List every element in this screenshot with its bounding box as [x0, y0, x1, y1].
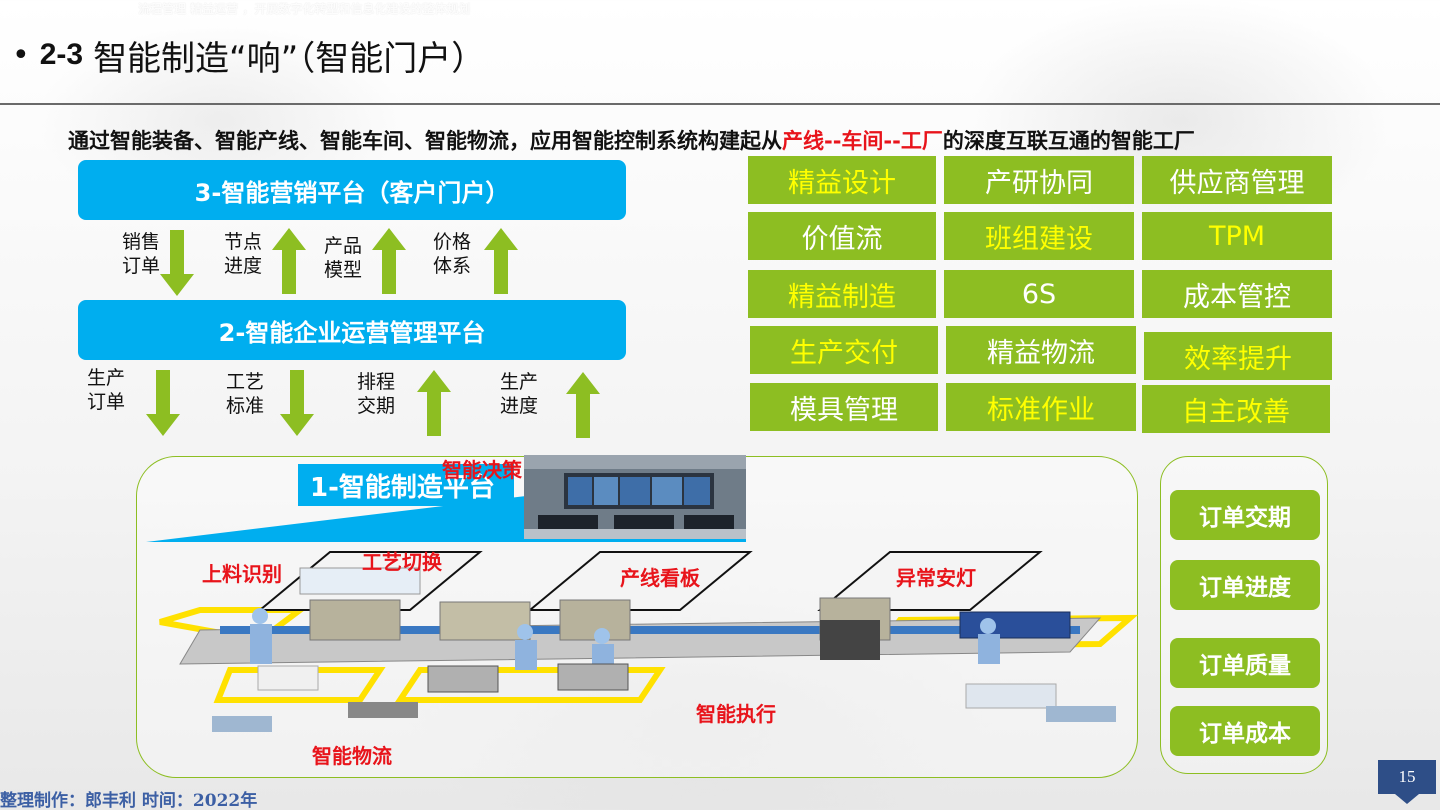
flow-label-line1: 产品	[324, 235, 363, 257]
lean-cell[interactable]: TPM	[1142, 212, 1332, 260]
lean-cell[interactable]: 精益制造	[748, 270, 936, 318]
flow-label-production-progress: 生产进度	[500, 370, 538, 418]
lean-cell[interactable]: 精益设计	[748, 156, 936, 204]
flow-label-line2: 进度	[500, 395, 539, 417]
flow-label-line1: 节点	[224, 231, 263, 253]
order-quality-button[interactable]: 订单质量	[1170, 638, 1320, 688]
up-arrow-icon	[484, 228, 518, 294]
order-delivery-button[interactable]: 订单交期	[1170, 490, 1320, 540]
page-number-marker	[1395, 794, 1419, 804]
flow-label-schedule-delivery: 排程交期	[357, 370, 395, 418]
label-line-board: 产线看板	[620, 566, 700, 590]
title-text: 智能制造“响”（智能门户）	[93, 38, 486, 79]
lean-cell[interactable]: 产研协同	[944, 156, 1134, 204]
down-arrow-icon	[146, 370, 180, 436]
flow-label-line2: 交期	[357, 395, 396, 417]
marketing-platform[interactable]: 3-智能营销平台（客户门户）	[78, 160, 626, 220]
lean-cell[interactable]: 自主改善	[1142, 385, 1330, 433]
flow-label-line1: 生产	[500, 371, 539, 393]
label-process-switch: 工艺切换	[362, 550, 442, 574]
label-smart-logistics: 智能物流	[312, 744, 392, 768]
control-room-image	[524, 455, 746, 539]
label-smart-decision: 智能决策	[442, 458, 522, 482]
production-line-image	[159, 551, 1139, 732]
flow-label-node-progress: 节点进度	[224, 230, 262, 278]
title-number: 2-3	[39, 38, 84, 71]
flow-label-line2: 体系	[433, 255, 472, 277]
slide-title: • 2-3 智能制造“响”（智能门户）	[12, 30, 485, 80]
label-andon: 异常安灯	[896, 566, 976, 590]
flow-label-line2: 进度	[224, 255, 263, 277]
flow-label-line1: 价格	[433, 231, 472, 253]
order-cost-button[interactable]: 订单成本	[1170, 706, 1320, 756]
flow-label-line1: 销售	[122, 231, 161, 253]
up-arrow-icon	[372, 228, 406, 294]
flow-label-product-model: 产品模型	[324, 234, 362, 282]
lean-cell[interactable]: 价值流	[748, 212, 936, 260]
operations-platform[interactable]: 2-智能企业运营管理平台	[78, 300, 626, 360]
label-smart-execution: 智能执行	[696, 702, 776, 726]
subtitle-highlight: 产线--车间--工厂	[782, 129, 943, 153]
lean-cell[interactable]: 供应商管理	[1142, 156, 1332, 204]
title-divider	[0, 103, 1440, 105]
flow-label-line1: 工艺	[226, 371, 265, 393]
lean-cell[interactable]: 成本管控	[1142, 270, 1332, 318]
title-bullet: •	[12, 37, 30, 73]
flow-label-process-standard: 工艺标准	[226, 370, 264, 418]
up-arrow-icon	[417, 370, 451, 436]
flow-label-line2: 订单	[87, 391, 126, 413]
down-arrow-icon	[280, 370, 314, 436]
subtitle-part2: 的深度互联互通的智能工厂	[942, 129, 1195, 153]
subtitle: 通过智能装备、智能产线、智能车间、智能物流，应用智能控制系统构建起从产线--车间…	[68, 125, 1195, 155]
down-arrow-icon	[160, 230, 194, 296]
flow-label-line1: 生产	[87, 367, 126, 389]
subtitle-part1: 通过智能装备、智能产线、智能车间、智能物流，应用智能控制系统构建起从	[68, 129, 782, 153]
manufacturing-platform[interactable]: 1-智能制造平台	[298, 464, 514, 506]
flow-label-sales-order: 销售订单	[122, 230, 160, 278]
lean-cell[interactable]: 6S	[944, 270, 1134, 318]
flow-label-production-order: 生产订单	[87, 366, 125, 414]
flow-label-line2: 标准	[226, 395, 265, 417]
page-number: 15	[1378, 760, 1436, 794]
flow-label-line2: 模型	[324, 259, 363, 281]
lean-cell[interactable]: 班组建设	[944, 212, 1134, 260]
order-progress-button[interactable]: 订单进度	[1170, 560, 1320, 610]
lean-cell[interactable]: 精益物流	[946, 326, 1136, 374]
up-arrow-icon	[272, 228, 306, 294]
flow-label-price-system: 价格体系	[433, 230, 471, 278]
up-arrow-icon	[566, 372, 600, 438]
footer-credit: 整理制作：郎丰利 时间：2022年	[0, 791, 258, 810]
label-material-identification: 上料识别	[202, 562, 282, 586]
lean-cell[interactable]: 生产交付	[750, 326, 938, 374]
flow-label-line2: 订单	[122, 255, 161, 277]
header-faint-text: 流程管理 精益运营 ，开展数字化转型和信息化建设的整体规划	[138, 2, 471, 16]
lean-cell[interactable]: 标准作业	[946, 383, 1136, 431]
lean-cell[interactable]: 模具管理	[750, 383, 938, 431]
lean-cell[interactable]: 效率提升	[1144, 332, 1332, 380]
flow-label-line1: 排程	[357, 371, 396, 393]
